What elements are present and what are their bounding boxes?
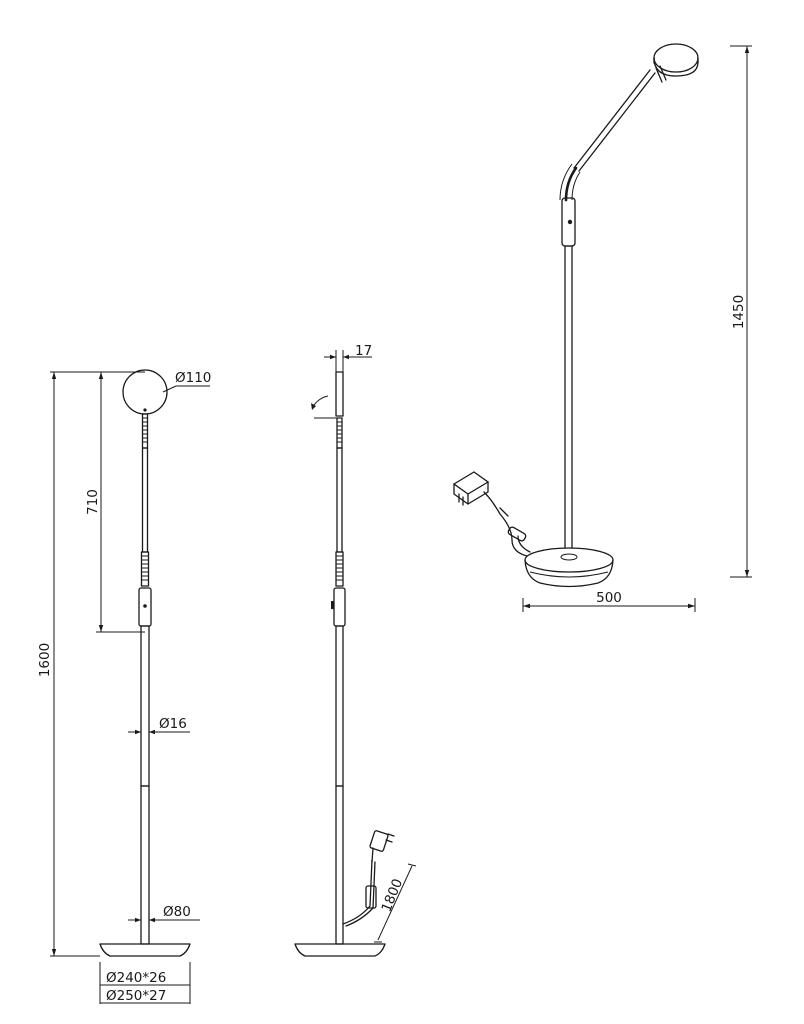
lower-gooseneck (140, 551, 150, 587)
front-switch-dot (143, 604, 147, 608)
front-pole-upper (140, 625, 150, 787)
pole-base-diameter-label: Ø80 (163, 904, 191, 920)
base-outer-label: Ø250*27 (106, 988, 166, 1004)
upper-arm (141, 447, 149, 553)
side-upper-gooseneck (336, 417, 343, 449)
side-lamp-head (335, 371, 344, 417)
perspective-pole (564, 245, 573, 559)
perspective-switch-dot (567, 219, 573, 225)
side-base (294, 943, 386, 957)
side-switch-housing (333, 587, 346, 627)
side-pole-lower (335, 785, 344, 945)
side-upper-arm (336, 447, 343, 553)
arm-length-label: 710 (85, 489, 101, 515)
cable-length-label: 1800 (378, 877, 406, 915)
total-height-label: 1600 (37, 643, 53, 677)
front-pole-lower (140, 785, 150, 945)
side-switch-button (331, 601, 334, 609)
side-plug (369, 830, 389, 852)
base-inner-label: Ø240*26 (106, 970, 166, 986)
head-pivot-dot (143, 408, 147, 412)
head-thickness-label: 17 (355, 343, 372, 359)
perspective-plug-adapter (452, 471, 490, 506)
pole-diameter-label: Ø16 (159, 716, 187, 732)
side-pole-upper (335, 625, 344, 787)
perspective-cable (483, 491, 528, 557)
perspective-connector (507, 526, 527, 542)
side-lower-gooseneck (335, 551, 344, 587)
perspective-reach-label: 500 (596, 590, 622, 606)
perspective-gooseneck (564, 166, 578, 202)
perspective-height-label: 1450 (731, 295, 747, 329)
upper-gooseneck (141, 413, 149, 449)
inline-connector (365, 885, 377, 909)
front-lamp-head (122, 369, 168, 415)
side-power-cable (342, 830, 395, 927)
side-view: 17 (294, 343, 417, 957)
front-view: Ø110 (37, 369, 211, 1004)
perspective-upper-arm (573, 69, 651, 169)
perspective-view: 1450 500 (452, 43, 752, 612)
front-head-diameter-label: Ø110 (175, 370, 211, 386)
front-base (99, 943, 191, 957)
